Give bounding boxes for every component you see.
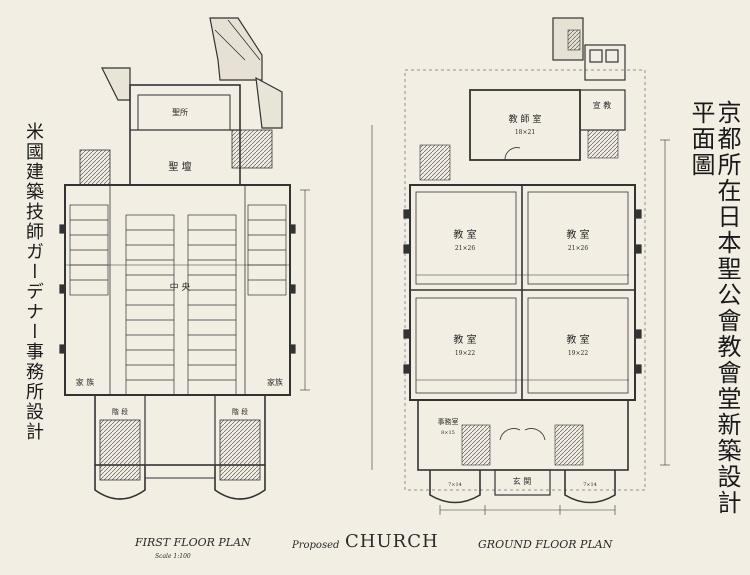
label-corner-left: 7×14 — [448, 482, 462, 488]
roof-tower — [209, 17, 263, 81]
first-floor-plan — [59, 17, 310, 500]
ground-floor-plan — [371, 17, 670, 515]
label-corner-right: 7×14 — [583, 482, 597, 488]
label-aisle-left: 家 族 — [76, 377, 95, 387]
label-classroom-tl: 教 室 — [453, 228, 476, 241]
label-classroom-br: 教 室 — [566, 333, 589, 346]
label-stair-right: 階 段 — [232, 407, 248, 416]
label-classroom-tr-size: 21×26 — [568, 245, 588, 252]
label-chancel: 聖 壇 — [168, 160, 191, 173]
caption-scale: Scale 1:100 — [155, 553, 191, 560]
caption-ground-floor: GROUND FLOOR PLAN — [478, 538, 613, 551]
label-aisle-right: 家族 — [267, 377, 283, 387]
label-classroom-br-size: 19×22 — [568, 350, 588, 357]
caption-proposed: Proposed — [292, 540, 340, 551]
label-classroom-bl-size: 19×22 — [455, 350, 475, 357]
label-office: 事務室 — [438, 417, 459, 426]
label-classroom-tl-size: 21×26 — [455, 245, 475, 252]
label-classroom-bl: 教 室 — [453, 333, 476, 346]
label-office-size: 8×15 — [441, 430, 455, 436]
caption-first-floor: FIRST FLOOR PLAN — [135, 536, 251, 549]
label-stair-left: 階 段 — [112, 407, 128, 416]
label-sanctuary: 聖所 — [172, 107, 188, 117]
label-side-room: 宣 教 — [593, 100, 612, 110]
designer-title: 米國建築技師ガーデナー事務所設計 — [23, 122, 44, 442]
main-title: 京都所在日本聖公會教會堂新築設計平面圖 — [687, 100, 741, 516]
label-classroom-tr: 教 室 — [566, 228, 589, 241]
label-nave: 中 央 — [170, 281, 191, 293]
label-teacher-room-size: 18×21 — [515, 129, 535, 136]
caption-church: CHURCH — [345, 531, 439, 552]
label-teacher-room: 教 師 室 — [509, 113, 542, 125]
label-entry: 玄 関 — [513, 476, 532, 486]
